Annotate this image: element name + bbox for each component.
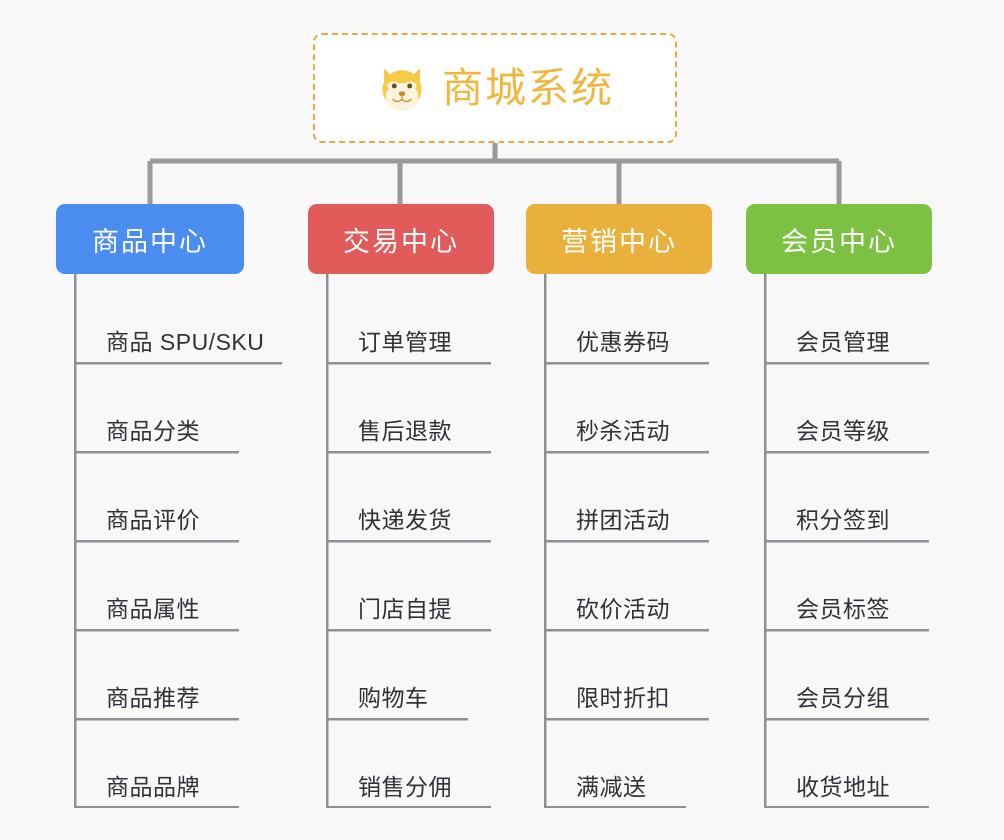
leaf-label: 门店自提 (358, 596, 452, 622)
leaf-item[interactable]: 砍价活动 (544, 541, 712, 630)
leaf-item[interactable]: 会员等级 (764, 363, 932, 452)
leaf-label: 商品评价 (106, 507, 200, 533)
leaf-item[interactable]: 收货地址 (764, 719, 932, 808)
leaf-item[interactable]: 购物车 (326, 630, 494, 719)
category-header-3[interactable]: 会员中心 (746, 204, 932, 274)
leaf-label: 会员等级 (796, 418, 890, 444)
leaf-label: 商品品牌 (106, 774, 200, 800)
leaf-item[interactable]: 订单管理 (326, 274, 494, 363)
leaf-label: 收货地址 (796, 774, 890, 800)
leaf-label: 限时折扣 (576, 685, 670, 711)
leaf-item[interactable]: 满减送 (544, 719, 712, 808)
leaf-label: 售后退款 (358, 418, 452, 444)
leaf-label: 优惠券码 (576, 329, 670, 355)
category-header-0[interactable]: 商品中心 (56, 204, 244, 274)
leaf-item[interactable]: 商品 SPU/SKU (74, 274, 264, 363)
shiba-dog-face-icon (382, 68, 422, 111)
leaf-label: 商品 SPU/SKU (106, 329, 265, 355)
branch-column-1: 交易中心 订单管理 售后退款 快递发货 门店自提 购物车 销售分佣 (308, 204, 494, 808)
leaf-list-1: 订单管理 售后退款 快递发货 门店自提 购物车 销售分佣 (308, 274, 494, 808)
leaf-item[interactable]: 售后退款 (326, 363, 494, 452)
leaf-label: 砍价活动 (576, 596, 670, 622)
leaf-connector-2 (544, 274, 709, 808)
branch-column-3: 会员中心 会员管理 会员等级 积分签到 会员标签 会员分组 收货地址 (746, 204, 932, 808)
leaf-item[interactable]: 商品推荐 (74, 630, 264, 719)
leaf-label: 快递发货 (358, 507, 452, 533)
leaf-item[interactable]: 商品属性 (74, 541, 264, 630)
leaf-item[interactable]: 商品评价 (74, 452, 264, 541)
leaf-connector-0 (74, 274, 282, 808)
category-label-0: 商品中心 (92, 226, 208, 257)
category-header-1[interactable]: 交易中心 (308, 204, 494, 274)
leaf-label: 会员管理 (796, 329, 890, 355)
leaf-label: 订单管理 (358, 329, 452, 355)
category-label-2: 营销中心 (561, 226, 677, 257)
leaf-label: 商品属性 (106, 596, 200, 622)
category-label-3: 会员中心 (781, 226, 897, 257)
root-node-shop-system[interactable]: 商城系统 (313, 33, 677, 143)
leaf-item[interactable]: 会员分组 (764, 630, 932, 719)
leaf-list-2: 优惠券码 秒杀活动 拼团活动 砍价活动 限时折扣 满减送 (526, 274, 712, 808)
leaf-label: 拼团活动 (576, 507, 670, 533)
leaf-item[interactable]: 优惠券码 (544, 274, 712, 363)
category-header-2[interactable]: 营销中心 (526, 204, 712, 274)
leaf-item[interactable]: 拼团活动 (544, 452, 712, 541)
root-title: 商城系统 (442, 64, 614, 111)
leaf-list-0: 商品 SPU/SKU 商品分类 商品评价 商品属性 商品推荐 商品品牌 (56, 274, 282, 808)
leaf-item[interactable]: 积分签到 (764, 452, 932, 541)
leaf-item[interactable]: 快递发货 (326, 452, 494, 541)
leaf-item[interactable]: 商品品牌 (74, 719, 264, 808)
leaf-connector-3 (764, 274, 929, 808)
leaf-label: 销售分佣 (358, 774, 452, 800)
leaf-item[interactable]: 会员管理 (764, 274, 932, 363)
leaf-item[interactable]: 限时折扣 (544, 630, 712, 719)
leaf-connector-1 (326, 274, 491, 808)
leaf-label: 秒杀活动 (576, 418, 670, 444)
leaf-label: 商品分类 (106, 418, 200, 444)
branch-column-0: 商品中心 商品 SPU/SKU 商品分类 商品评价 商品属性 商品推荐 商品品牌 (56, 204, 282, 808)
branch-column-2: 营销中心 优惠券码 秒杀活动 拼团活动 砍价活动 限时折扣 满减送 (526, 204, 712, 808)
leaf-item[interactable]: 商品分类 (74, 363, 264, 452)
leaf-item[interactable]: 门店自提 (326, 541, 494, 630)
leaf-label: 商品推荐 (106, 685, 200, 711)
leaf-label: 积分签到 (796, 507, 890, 533)
leaf-list-3: 会员管理 会员等级 积分签到 会员标签 会员分组 收货地址 (746, 274, 932, 808)
leaf-label: 会员分组 (796, 685, 890, 711)
leaf-label: 购物车 (358, 685, 429, 711)
leaf-item[interactable]: 秒杀活动 (544, 363, 712, 452)
leaf-label: 会员标签 (796, 596, 890, 622)
leaf-label: 满减送 (576, 774, 647, 800)
leaf-item[interactable]: 销售分佣 (326, 719, 494, 808)
leaf-item[interactable]: 会员标签 (764, 541, 932, 630)
category-label-1: 交易中心 (343, 226, 459, 257)
